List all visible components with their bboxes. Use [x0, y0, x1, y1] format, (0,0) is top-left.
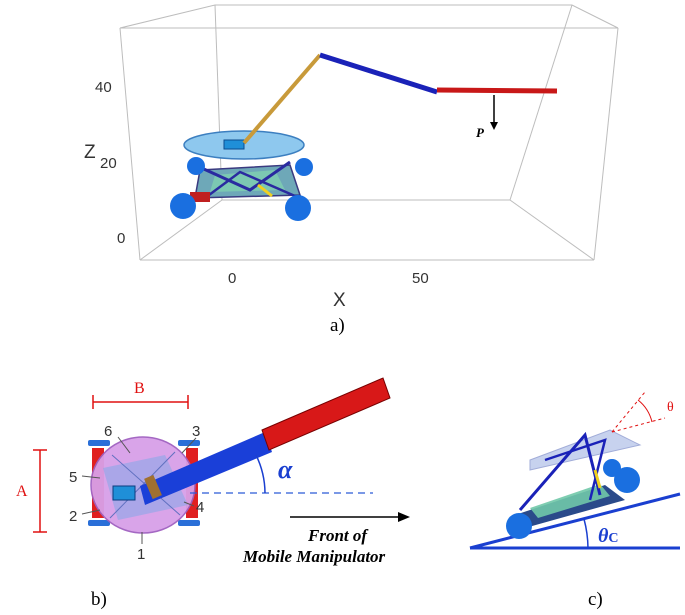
arm-joint-top [144, 474, 162, 500]
tilt-reference-dashed [611, 391, 646, 433]
leg-label-1: 1 [137, 546, 145, 563]
leg-label-3: 3 [192, 423, 200, 440]
dimension-a [33, 449, 47, 533]
slope-angle-label: θC [598, 525, 619, 547]
caption-b: b) [91, 589, 107, 610]
wheel [614, 467, 640, 493]
panel-b-top-view: B A α [16, 377, 410, 610]
dimension-a-label: A [16, 483, 28, 500]
load-arrow: P [476, 95, 498, 140]
z-tick-0: 0 [117, 230, 125, 247]
wheel [285, 195, 311, 221]
z-tick-40: 40 [95, 79, 112, 96]
leg-label-6: 6 [104, 423, 112, 440]
tilt-angle-label: θ [667, 400, 674, 415]
arm-link-1 [242, 53, 322, 145]
front-label-line1: Front of [307, 526, 369, 545]
angle-alpha-label: α [278, 455, 293, 484]
z-axis-label: Z [84, 142, 96, 163]
wheel [506, 513, 532, 539]
angle-arc [255, 454, 266, 494]
tilt-angle-arc [637, 399, 653, 423]
arm-link-2-top [140, 432, 272, 505]
mobile-base-3d [170, 130, 313, 221]
z-tick-20: 20 [100, 155, 117, 172]
arm-link-2 [319, 52, 438, 95]
caption-c: c) [588, 589, 603, 610]
robot-on-slope [506, 429, 642, 539]
x-tick-0: 0 [228, 270, 236, 287]
leg-label-2: 2 [69, 508, 77, 525]
plot-box [119, 4, 619, 261]
arm-link-3 [436, 87, 558, 94]
arm-link-3-top [261, 377, 391, 451]
dimension-b [92, 395, 189, 409]
load-label: P [476, 125, 485, 140]
front-arrow [290, 512, 410, 522]
x-axis-label: X [333, 290, 346, 311]
panel-a-3d-plot: 40 20 0 Z 0 50 X P [84, 4, 619, 336]
front-label-line2: Mobile Manipulator [242, 547, 386, 566]
caption-a: a) [330, 315, 345, 336]
wheel [603, 459, 621, 477]
slope-angle-arc [583, 518, 589, 549]
leg-label-5: 5 [69, 469, 77, 486]
slope-line [469, 492, 681, 550]
wheel [295, 158, 313, 176]
leg-labels [81, 436, 197, 544]
leg-label-4: 4 [196, 499, 204, 516]
panel-c-slope-view: θC θ c) [469, 391, 681, 610]
x-tick-50: 50 [412, 270, 429, 287]
wheel [187, 157, 205, 175]
wheel [170, 193, 196, 219]
dimension-b-label: B [134, 380, 145, 397]
tilt-link-dashed [611, 417, 666, 433]
